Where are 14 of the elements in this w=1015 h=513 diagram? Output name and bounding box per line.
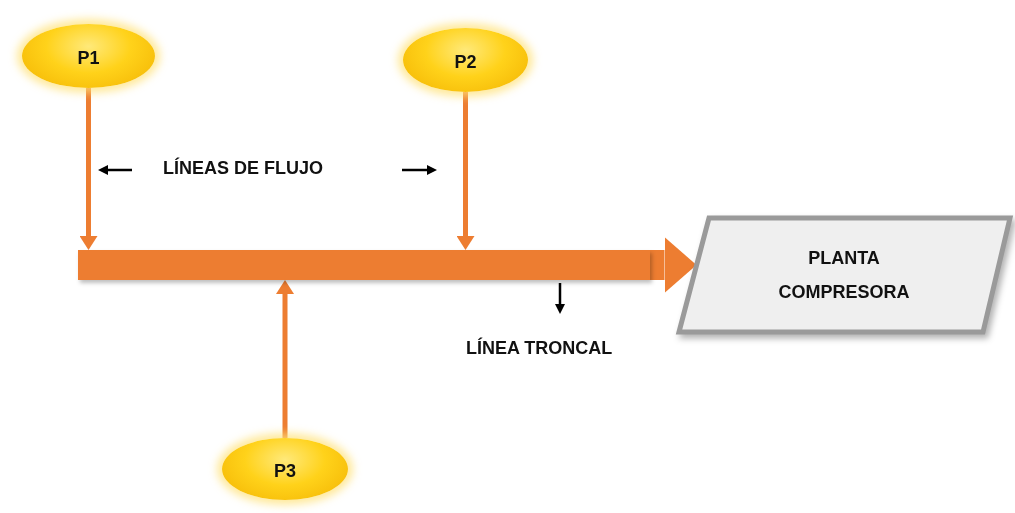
annotation-label: LÍNEAS DE FLUJO [163,158,323,179]
annotation-label: LÍNEA TRONCAL [466,338,613,359]
node-label: PLANTA COMPRESORA [777,246,911,304]
source-ellipse [222,438,348,500]
flow-arrow [276,280,294,438]
flow-arrow [456,92,475,250]
trunk-line-bar [78,250,650,280]
source-ellipse [22,24,155,88]
source-ellipse [403,28,528,92]
flow-arrow [79,88,98,250]
node-label: P2 [454,50,477,74]
node-label: P1 [77,46,100,70]
node-label: P3 [274,459,296,483]
plant-parallelogram [675,215,1013,335]
